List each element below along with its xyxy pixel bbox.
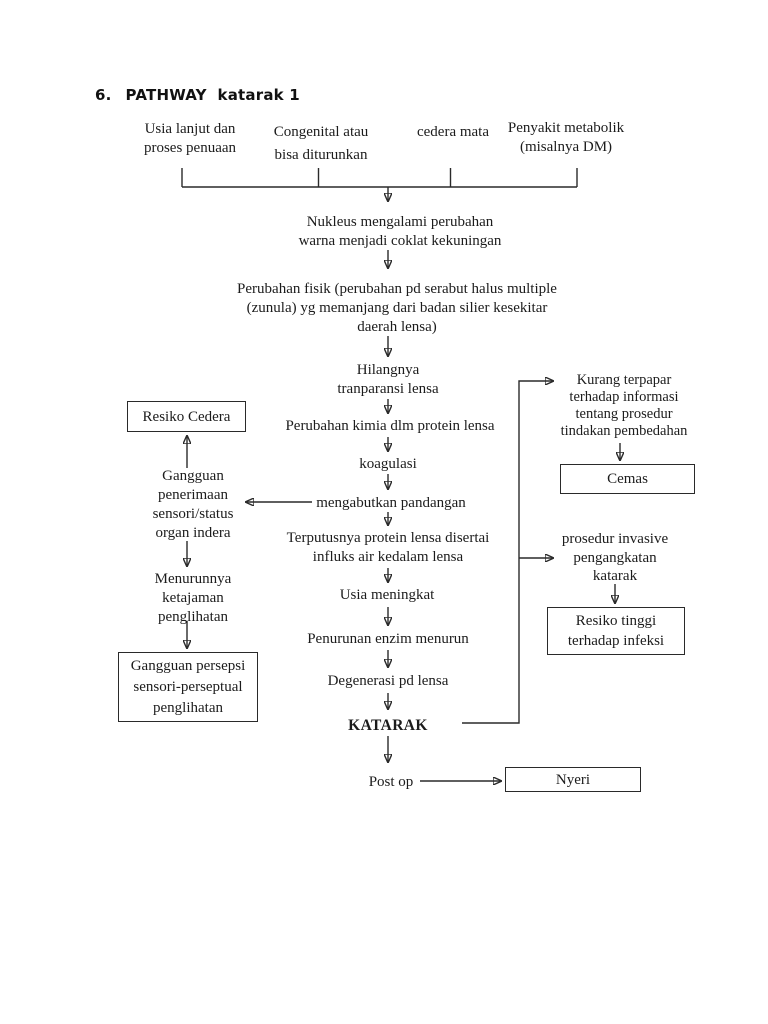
cause-congenital: Congenital atau bisa diturunkan	[273, 124, 369, 163]
node-prosedur-invasive: prosedur invasive pengangkatan katarak	[561, 531, 669, 584]
box-cemas: Cemas	[560, 464, 695, 494]
node-degenerasi-lensa: Degenerasi pd lensa	[327, 673, 449, 689]
node-koagulasi: koagulasi	[359, 456, 417, 472]
cause-usia-lanjut: Usia lanjut dan proses penuaan	[143, 121, 237, 156]
node-usia-meningkat: Usia meningkat	[339, 587, 435, 603]
cause-penyakit-metabolik: Penyakit metabolik (misalnya DM)	[507, 120, 625, 155]
node-hilangnya-tranparansi: Hilangnya tranparansi lensa	[337, 362, 439, 397]
cause-cedera-mata: cedera mata	[416, 124, 490, 140]
node-mengabutkan-pandangan: mengabutkan pandangan	[316, 495, 466, 511]
title-text: PATHWAY katarak 1	[125, 86, 300, 104]
node-menurunnya-ketajaman: Menurunnya ketajaman penglihatan	[154, 571, 232, 625]
node-penurunan-enzim: Penurunan enzim menurun	[307, 631, 469, 647]
node-post-op: Post op	[368, 774, 414, 790]
title-number: 6.	[95, 86, 112, 104]
box-nyeri: Nyeri	[505, 767, 641, 792]
box-resiko-tinggi-infeksi: Resiko tinggi terhadap infeksi	[547, 607, 685, 655]
node-kurang-terpapar: Kurang terpapar terhadap informasi tenta…	[560, 372, 688, 439]
page-title: 6. PATHWAY katarak 1	[95, 86, 300, 104]
box-gangguan-persepsi: Gangguan persepsi sensori-perseptual pen…	[118, 652, 258, 722]
node-katarak: KATARAK	[348, 717, 428, 734]
node-perubahan-kimia: Perubahan kimia dlm protein lensa	[285, 418, 495, 434]
box-resiko-cedera: Resiko Cedera	[127, 401, 246, 432]
node-gangguan-penerimaan: Gangguan penerimaan sensori/status organ…	[152, 468, 234, 541]
node-nukleus: Nukleus mengalami perubahan warna menjad…	[298, 214, 502, 249]
node-perubahan-fisik: Perubahan fisik (perubahan pd serabut ha…	[237, 281, 557, 335]
causes-bracket	[181, 168, 578, 201]
node-terputusnya-protein: Terputusnya protein lensa disertai influ…	[286, 530, 490, 565]
